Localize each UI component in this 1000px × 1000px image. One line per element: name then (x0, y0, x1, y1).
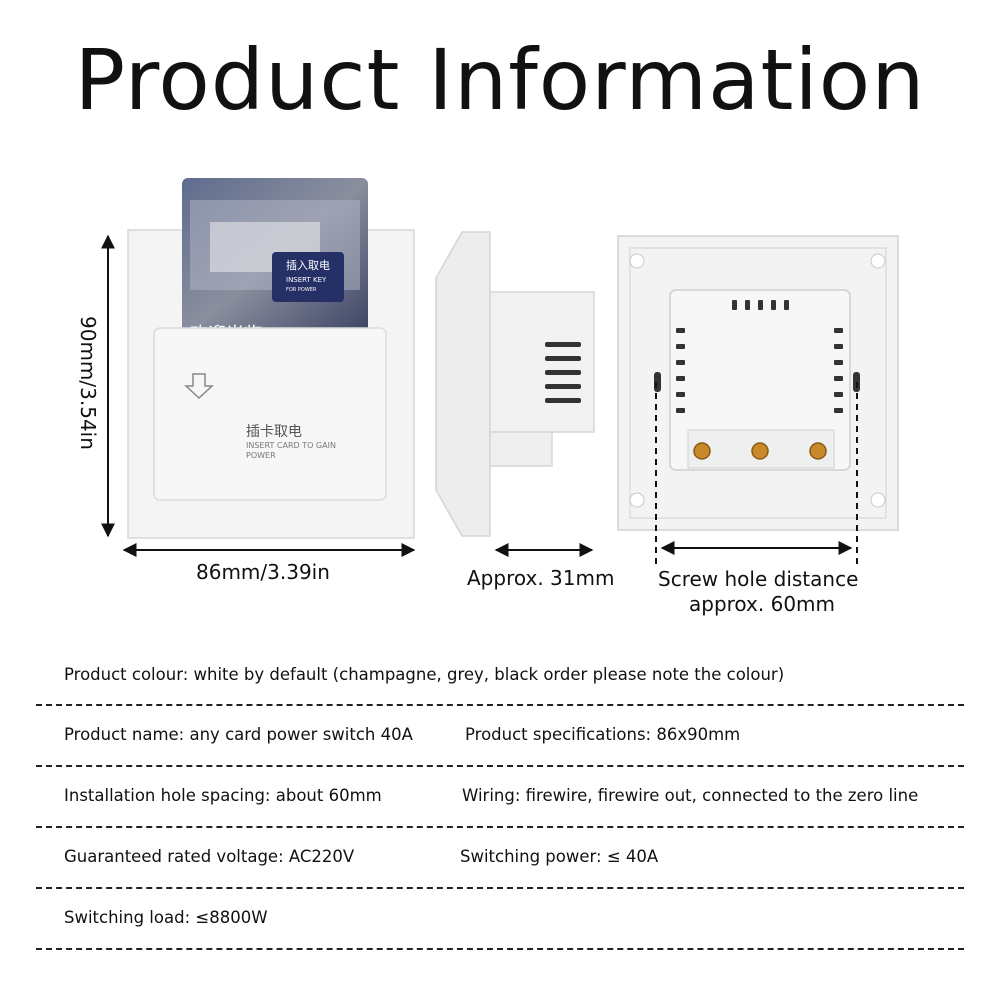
spec-size: Product specifications: 86x90mm (465, 725, 741, 744)
back-view (617, 235, 899, 565)
screw-distance-label-2: approx. 60mm (689, 592, 836, 616)
side-vents (676, 328, 843, 413)
front-view: 插入取电 INSERT KEY FOR POWER 欢迎光临 插卡取电 INSE… (101, 178, 416, 557)
depth-dimension-label: Approx. 31mm (467, 566, 615, 590)
insert-arrow-icon (184, 373, 214, 400)
side-body (489, 291, 595, 433)
spec-wiring: Wiring: firewire, firewire out, connecte… (462, 786, 919, 805)
key-card: 插入取电 INSERT KEY FOR POWER 欢迎光临 (182, 178, 368, 345)
side-plate (435, 231, 491, 537)
product-figure: 插入取电 INSERT KEY FOR POWER 欢迎光临 插卡取电 INSE… (0, 160, 1000, 630)
spec-row: Product colour: white by default (champa… (36, 648, 964, 706)
corner-hole (870, 253, 886, 269)
corner-hole (629, 492, 645, 508)
page-title: Product Information (74, 31, 926, 129)
width-dimension-label: 86mm/3.39in (196, 560, 330, 584)
spec-name: Product name: any card power switch 40A (64, 725, 413, 744)
spec-row: Switching load: ≤8800W (36, 889, 964, 950)
screw-distance-label-1: Screw hole distance (658, 567, 859, 591)
corner-hole (629, 253, 645, 269)
top-vents (732, 300, 789, 310)
corner-hole (870, 492, 886, 508)
height-dimension-label: 90mm/3.54in (76, 316, 100, 450)
card-en-label-1: INSERT KEY (286, 276, 327, 284)
spec-load: Switching load: ≤8800W (64, 908, 268, 927)
front-cn-label: 插卡取电 (246, 424, 302, 440)
vent-slots (545, 342, 581, 403)
rear-housing (669, 289, 851, 471)
card-en-label-2: FOR POWER (286, 287, 317, 293)
card-slot-housing (153, 327, 387, 501)
spec-power: Switching power: ≤ 40A (460, 847, 659, 866)
card-cn-label: 插入取电 (286, 258, 330, 272)
side-view (435, 231, 595, 557)
terminal-screws (693, 442, 827, 460)
spec-voltage: Guaranteed rated voltage: AC220V (64, 847, 355, 866)
spec-row: Product name: any card power switch 40A … (36, 706, 964, 767)
spec-row: Installation hole spacing: about 60mm Wi… (36, 767, 964, 828)
front-en-label-2: POWER (246, 451, 276, 460)
spec-row: Guaranteed rated voltage: AC220V Switchi… (36, 828, 964, 889)
front-en-label-1: INSERT CARD TO GAIN (246, 441, 336, 450)
spec-hole: Installation hole spacing: about 60mm (64, 786, 382, 805)
spec-colour: Product colour: white by default (champa… (64, 665, 785, 684)
spec-table: Product colour: white by default (champa… (36, 648, 964, 950)
